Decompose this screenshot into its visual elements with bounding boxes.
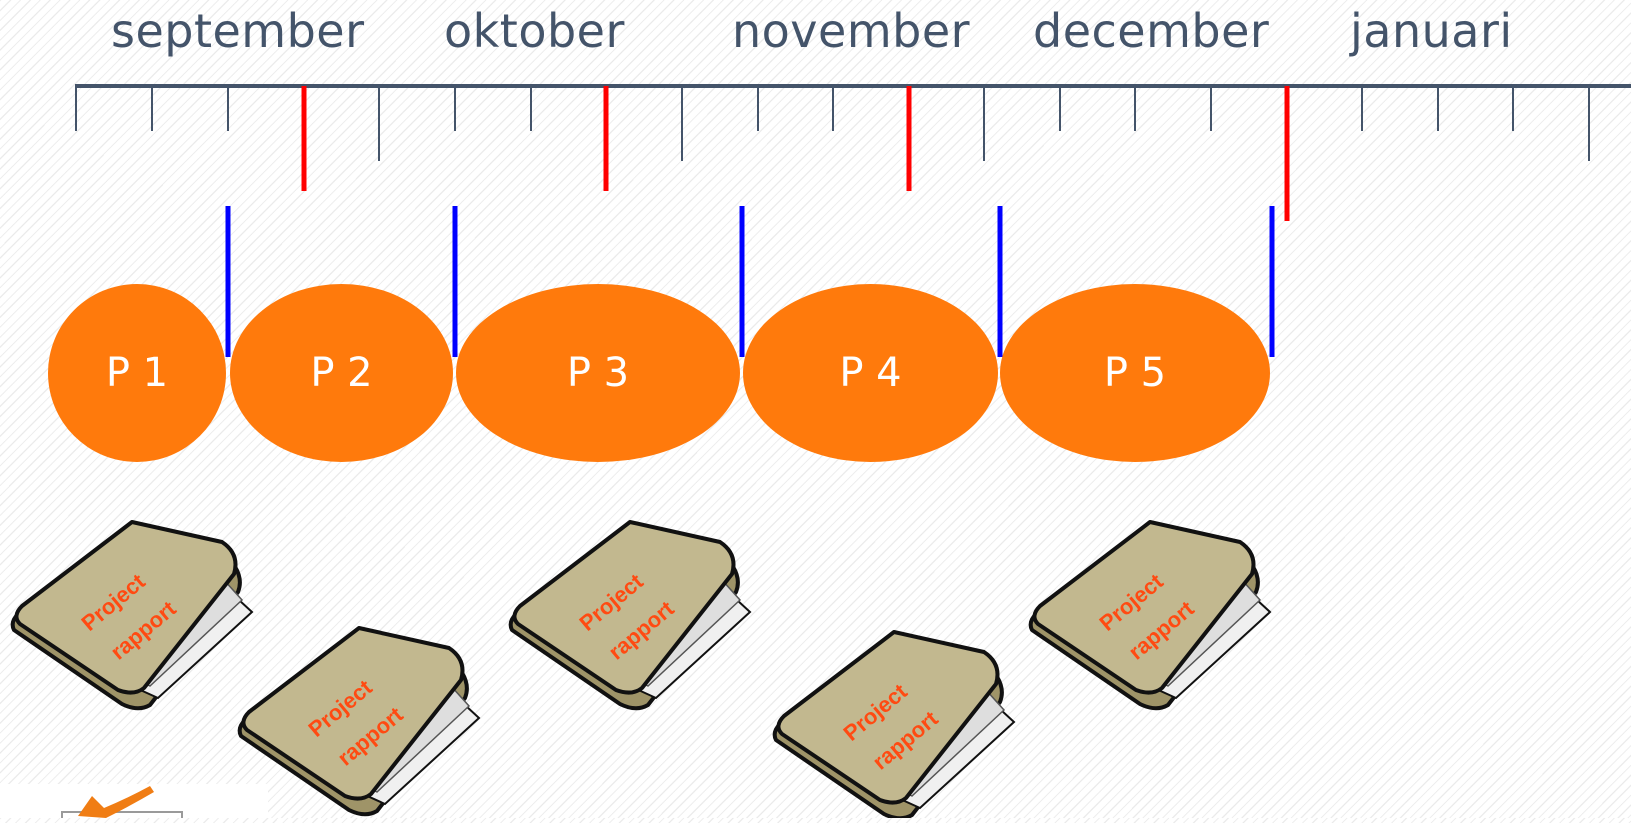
logo-icon [61, 786, 183, 823]
deadline-markers [301, 86, 1290, 221]
phase-p2: P 2 [230, 284, 453, 462]
folder-front-icon [512, 520, 736, 695]
month-label-november: november [732, 4, 971, 58]
folder-front-icon [776, 630, 1000, 805]
folder-front-icon [1032, 520, 1256, 695]
project-report-folder-3: Project rapport [508, 520, 752, 711]
phase-p4: P 4 [743, 284, 998, 462]
folder-front-icon [14, 520, 238, 695]
phase-label: P 4 [839, 350, 902, 396]
phase-p1: P 1 [48, 284, 226, 462]
month-label-oktober: oktober [444, 4, 625, 58]
project-report-folder-4: Project rapport [772, 630, 1016, 818]
phase-label: P 2 [310, 350, 373, 396]
timeline-ticks [75, 86, 1590, 161]
phase-label: P 5 [1103, 350, 1167, 396]
phase-p3: P 3 [456, 284, 740, 462]
project-report-folder-2: Project rapport [237, 626, 481, 817]
project-report-folder-5: Project rapport [1028, 520, 1272, 711]
month-label-december: december [1033, 4, 1270, 58]
logo [0, 784, 268, 823]
phase-label: P 3 [566, 350, 630, 396]
folder-front-icon [241, 626, 465, 801]
project-report-folder-1: Project rapport [10, 520, 254, 711]
month-label-september: september [111, 4, 365, 58]
logo-swoosh-icon [78, 786, 154, 818]
phase-p5: P 5 [1000, 284, 1270, 462]
phase-label: P 1 [105, 350, 169, 396]
phase-boundaries [225, 206, 1275, 357]
month-label-januari: januari [1350, 4, 1513, 58]
